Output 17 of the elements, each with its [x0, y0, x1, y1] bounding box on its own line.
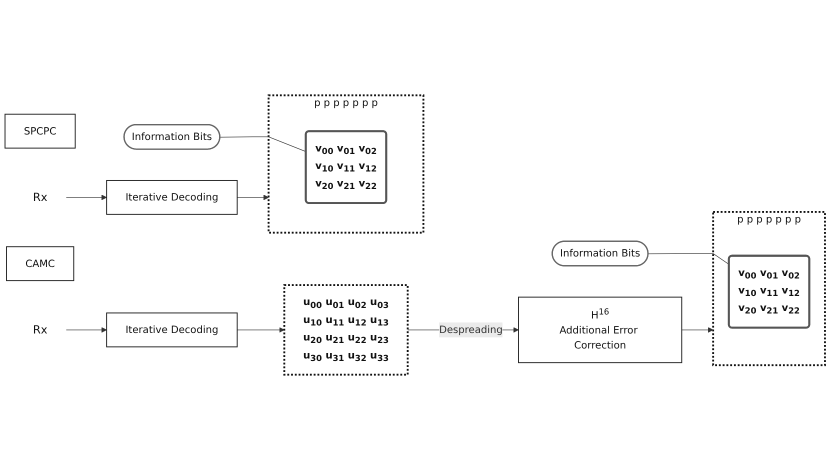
arrow — [66, 194, 107, 200]
connector — [220, 136, 306, 152]
connector — [648, 253, 730, 265]
node-box — [106, 180, 238, 215]
arrow — [236, 327, 285, 333]
node-box — [6, 246, 74, 282]
arrow — [66, 327, 107, 333]
node-box — [283, 284, 409, 376]
arrow — [681, 327, 714, 333]
arrow — [236, 194, 269, 200]
node-box — [106, 312, 238, 348]
node-box — [518, 296, 682, 364]
node-text: Rx — [32, 190, 48, 204]
node-text: Rx — [32, 323, 48, 336]
cluster — [268, 94, 424, 234]
cluster — [712, 211, 826, 366]
node-box — [4, 114, 76, 149]
